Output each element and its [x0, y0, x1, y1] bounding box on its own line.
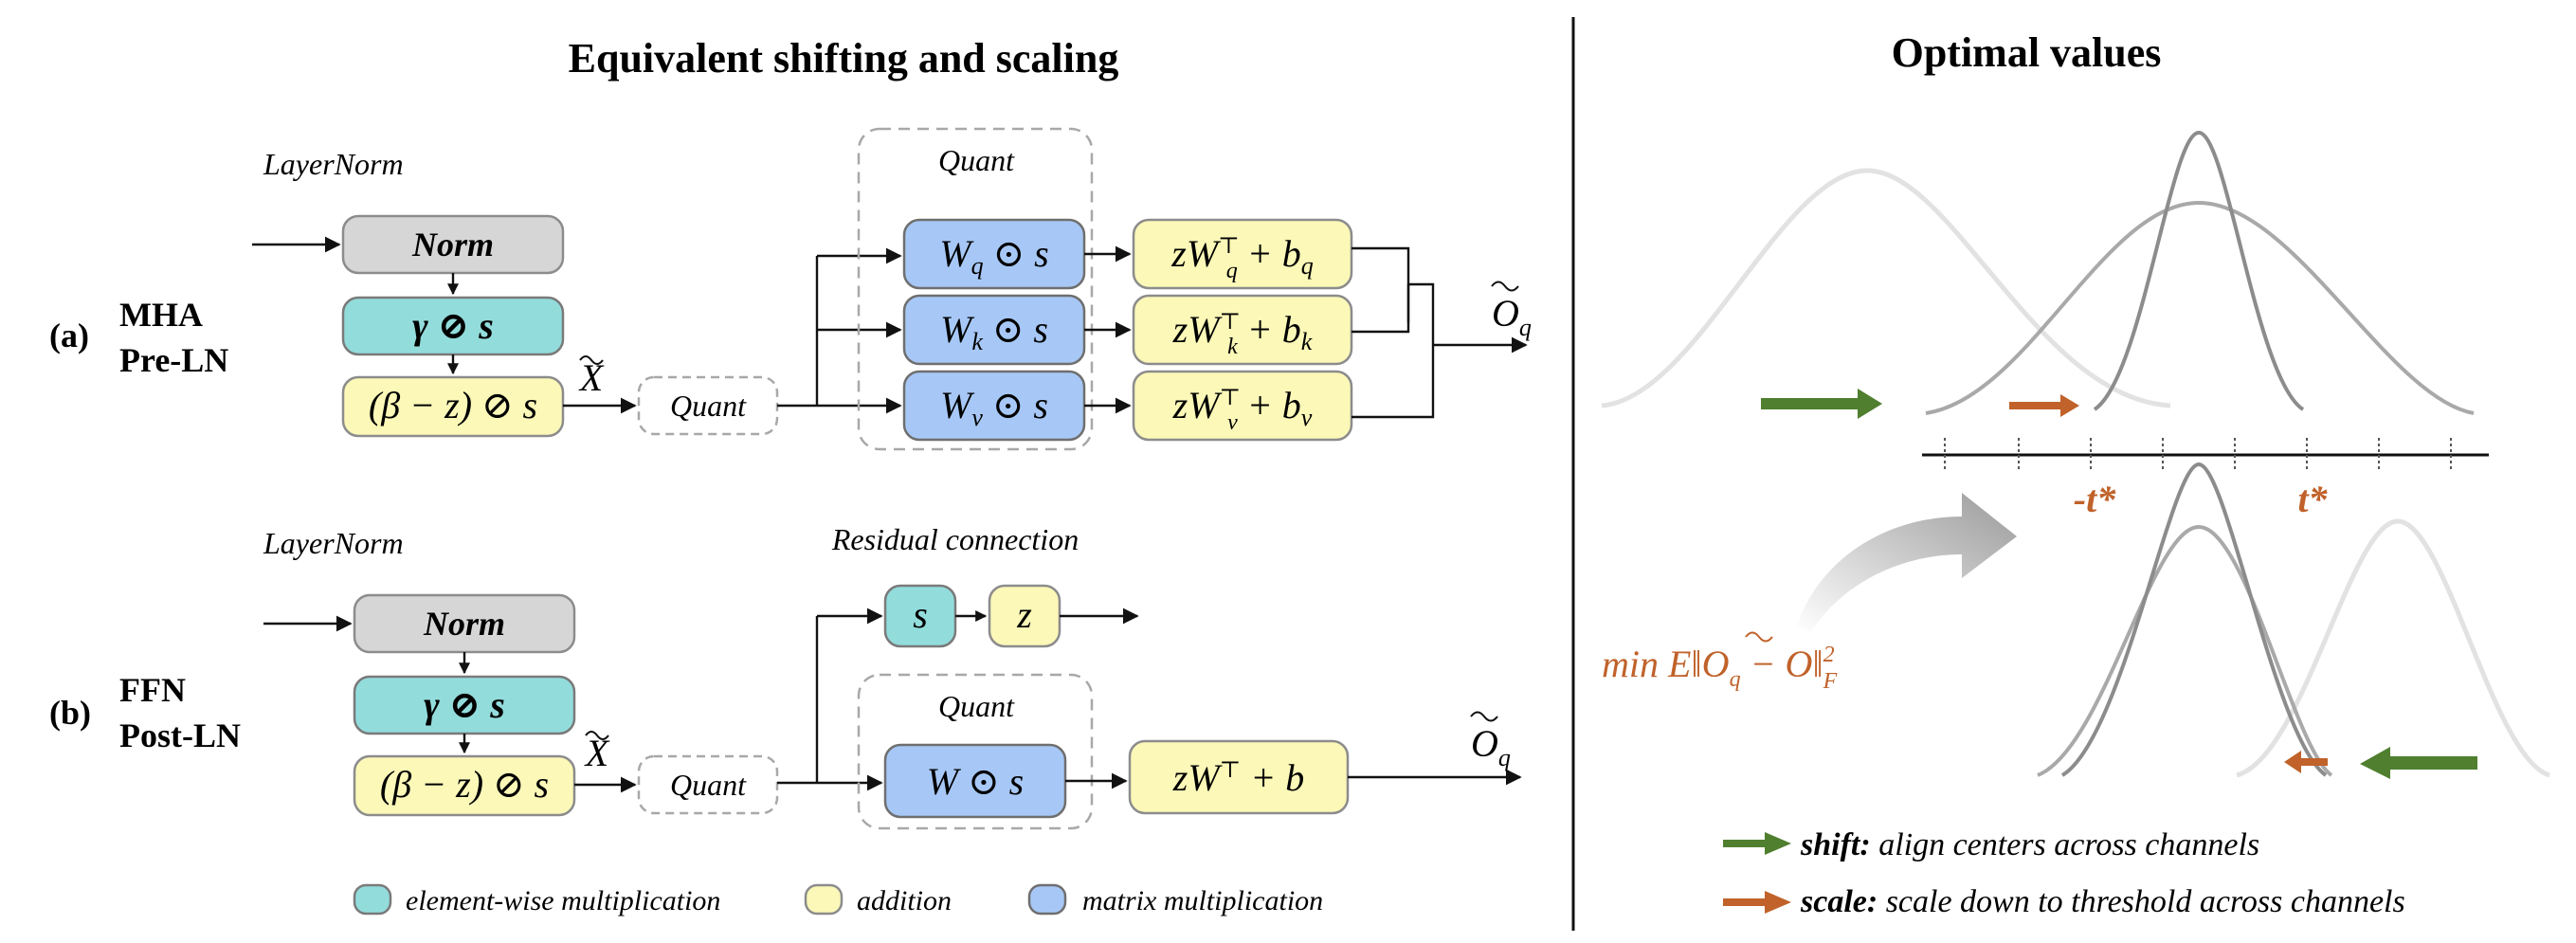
row-a-bias-v-box: [1132, 370, 1353, 442]
curve-after-wide: [2037, 524, 2333, 777]
row-a-x-tilde-mark: [579, 355, 604, 365]
legend-mat-label: matrix multiplication: [1082, 885, 1323, 916]
distributions-before: [1601, 130, 2475, 419]
row-b-z-label: z: [1016, 593, 1032, 636]
row-b-bias-label: zW⊤ + b: [1172, 756, 1304, 799]
legend-mult-label: element-wise multiplication: [406, 885, 720, 916]
row-b-group-caption: Quant: [938, 689, 1015, 723]
row-b-layernorm-caption: LayerNorm: [263, 526, 404, 560]
row-a-quant-label: Quant: [670, 389, 747, 423]
row-a-norm-label: Norm: [411, 226, 494, 263]
curve-wide-gray: [1925, 200, 2475, 415]
legend-add-label: addition: [857, 885, 952, 916]
legend-add-swatch: [804, 883, 844, 916]
row-a-merge-k: [1351, 284, 1410, 334]
legend-scale-text: scale: scale down to threshold across ch…: [1800, 884, 2405, 919]
legend-shift-text: shift: align centers across channels: [1800, 827, 2259, 862]
legend-mult-swatch: [353, 883, 392, 916]
scale-arrow-top: [2009, 394, 2079, 417]
row-b-s-label: s: [913, 593, 928, 636]
row-b-quant-label: Quant: [670, 768, 747, 802]
row-b-residual-caption: Residual connection: [831, 522, 1079, 556]
curve-narrow-gray: [2093, 130, 2305, 411]
threshold-axis: -t* t*: [1922, 438, 2489, 520]
row-a-wk-label: Wk ⊙ s: [940, 308, 1048, 355]
row-b-norm-label: Norm: [423, 605, 505, 643]
curve-after-narrow: [2060, 462, 2328, 777]
row-b-x-tilde-mark: [585, 731, 609, 740]
axis-label-pos-t: t*: [2297, 478, 2328, 520]
row-b-w-label: W ⊙ s: [927, 760, 1024, 803]
scale-arrow-bottom: [2284, 751, 2328, 773]
left-legend: element-wise multiplication addition mat…: [353, 883, 1323, 916]
right-legend: shift: align centers across channels sca…: [1723, 827, 2405, 919]
curve-shifted-light: [2236, 518, 2550, 778]
row-a-group-caption: Quant: [938, 143, 1015, 177]
curve-left-light: [1601, 168, 2171, 408]
row-a: (a) MHA Pre-LN LayerNorm Norm γ ⊘ s (β −…: [49, 127, 1532, 451]
left-title: Equivalent shifting and scaling: [569, 35, 1119, 82]
row-b-beta-label: (β − z) ⊘ s: [380, 763, 549, 806]
row-b-quant-group: [857, 673, 1094, 830]
row-a-bias-v-label: zW⊤v + bv: [1172, 384, 1313, 435]
shift-arrow-bottom: [2360, 747, 2477, 779]
row-a-layernorm-caption: LayerNorm: [263, 147, 404, 181]
row-a-label-2: Pre-LN: [119, 341, 228, 379]
row-a-merge-q: [1351, 246, 1410, 322]
axis-label-neg-t: -t*: [2074, 478, 2116, 520]
row-a-merge-v: [1351, 282, 1435, 419]
row-a-wq-label: Wq ⊙ s: [939, 232, 1048, 280]
row-a-beta-label: (β − z) ⊘ s: [369, 384, 537, 426]
legend-shift-arrow: [1723, 832, 1791, 855]
row-a-bias-k-box: [1132, 294, 1353, 366]
row-b-gamma-label: γ ⊘ s: [424, 683, 505, 726]
row-b-tag: (b): [49, 694, 91, 732]
row-a-output-tilde: [1491, 281, 1519, 292]
row-a-bias-q-label: zW⊤q + bq: [1170, 232, 1313, 283]
row-a-label-1: MHA: [119, 296, 203, 334]
legend-mat-swatch: [1027, 883, 1067, 916]
row-b-label-1: FFN: [119, 671, 186, 709]
row-a-bias-q-box: [1132, 218, 1353, 290]
row-a-gamma-label: γ ⊘ s: [412, 304, 494, 347]
row-a-tag: (a): [49, 317, 89, 354]
legend-scale-arrow: [1723, 891, 1791, 914]
row-b-quant-box: [637, 754, 779, 815]
distributions-after: [2037, 462, 2550, 779]
row-b-output-tilde: [1470, 711, 1498, 722]
row-b-label-2: Post-LN: [119, 716, 241, 754]
row-a-bias-k-label: zW⊤k + bk: [1172, 308, 1313, 359]
right-title: Optimal values: [1892, 29, 2162, 76]
objective-tilde: [1745, 631, 1773, 643]
optimization-arrow: [1797, 493, 2017, 633]
row-a-output-label: Oq: [1492, 292, 1532, 341]
shift-arrow-top: [1761, 389, 1882, 419]
row-a-quant-group: [857, 127, 1094, 451]
row-b-output-label: Oq: [1471, 722, 1511, 771]
row-b: (b) FFN Post-LN LayerNorm Norm γ ⊘ s (β …: [49, 522, 1522, 830]
row-a-wv-label: Wv ⊙ s: [940, 384, 1048, 431]
